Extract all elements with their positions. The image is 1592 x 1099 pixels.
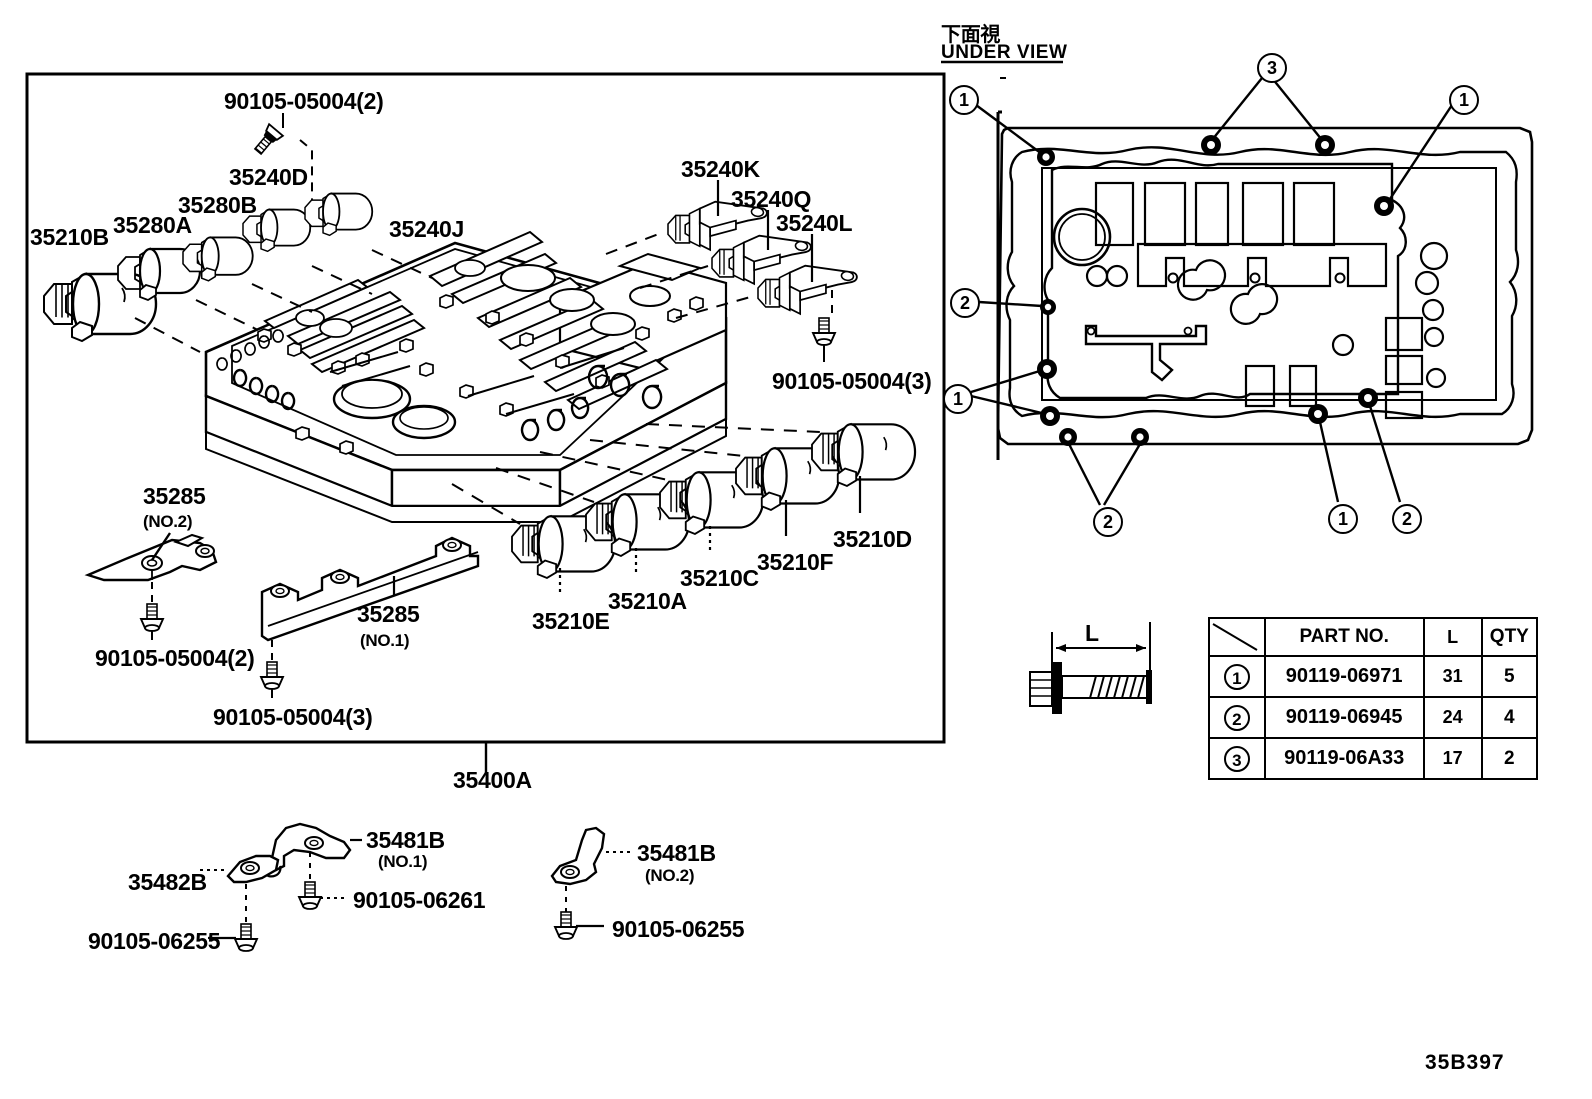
cell-length: 17 [1422, 737, 1483, 780]
assembly-dashed-lines-bottom [451, 423, 821, 525]
cell-qty: 5 [1480, 655, 1539, 698]
valve-body-assembly [204, 230, 728, 523]
assembly-dashed-lines-left [134, 249, 433, 353]
main-assembly-label: 35400A [453, 767, 532, 793]
lbl-35280A: 35280A [113, 212, 192, 238]
lbl-35285-no2-sub: (NO.2) [143, 512, 193, 531]
part-35482B [226, 854, 280, 884]
under-view-title-en: UNDER VIEW [941, 42, 1068, 63]
bolt-dimension-diagram [1029, 622, 1152, 714]
circled-number: 1 [1223, 663, 1250, 690]
cell-length: 31 [1422, 655, 1483, 698]
cell-part-no: 90119-06945 [1263, 696, 1425, 739]
leaders-bottom-solenoids [558, 476, 862, 596]
lbl-35210B: 35210B [30, 224, 109, 250]
table-header-row: PART NO. L QTY [1208, 617, 1539, 657]
lbl-35285-no1-sub: (NO.1) [360, 631, 410, 650]
callout-2-left: 2 [950, 288, 980, 318]
header-l: L [1422, 617, 1483, 657]
bolt-90105-05004-2-left [140, 603, 164, 632]
bolt-90105-05004-3-right [812, 317, 836, 346]
callout-leaders [970, 77, 1454, 506]
lbl-35210F: 35210F [757, 549, 834, 575]
callout-2-bottomright: 2 [1392, 504, 1422, 534]
lbl-35482B: 35482B [128, 869, 207, 895]
bolt-90105-05004-2-top [250, 123, 284, 159]
callout-2-bottomleft: 2 [1093, 507, 1123, 537]
solenoid-35240J [304, 192, 374, 237]
valve-35240L [757, 264, 858, 315]
cell-ref-number: 2 [1208, 696, 1266, 739]
lbl-35240L: 35240L [776, 210, 853, 236]
header-part-no: PART NO. [1263, 617, 1425, 657]
leader-35285-no2 [151, 532, 171, 561]
under-view-title-jp: 下面視 [941, 22, 1001, 46]
callout-1-midleft: 1 [943, 384, 973, 414]
lbl-35240D: 35240D [229, 164, 308, 190]
bolt-dimension-label: L [1085, 620, 1099, 646]
lbl-35481B-no2: 35481B [637, 840, 716, 866]
part-35481B-no2 [550, 826, 606, 886]
circled-number: 2 [1223, 704, 1250, 731]
lbl-35481B-no2-sub: (NO.2) [645, 866, 695, 885]
lbl-90105-05004-2-top: 90105-05004(2) [224, 88, 384, 114]
lbl-90105-05004-3-right: 90105-05004(3) [772, 368, 932, 394]
lbl-35240K: 35240K [681, 156, 760, 182]
assembly-dashed-lines-right [605, 231, 755, 319]
lbl-35481B-no1: 35481B [366, 827, 445, 853]
header-no [1208, 617, 1266, 657]
callout-3-top: 3 [1257, 53, 1287, 83]
circled-number: 3 [1223, 745, 1250, 772]
dashed-bolt-top [299, 139, 313, 200]
lbl-90105-06261: 90105-06261 [353, 887, 486, 913]
lbl-35210C: 35210C [680, 565, 759, 591]
callout-1-topright: 1 [1449, 85, 1479, 115]
bolt-holes [1037, 135, 1394, 446]
bracket-35285-no1 [260, 536, 480, 642]
lbl-35240Q: 35240Q [731, 186, 812, 212]
bolt-90105-06261 [298, 881, 322, 910]
lbl-35210A: 35210A [608, 588, 687, 614]
lbl-35240J: 35240J [389, 216, 464, 242]
cell-qty: 2 [1480, 737, 1539, 780]
lbl-35210E: 35210E [532, 608, 610, 634]
lbl-35280B: 35280B [178, 192, 257, 218]
lbl-35285-no1: 35285 [357, 601, 420, 627]
lbl-35481B-no1-sub: (NO.1) [378, 852, 428, 871]
lbl-90105-06255-left: 90105-06255 [88, 928, 221, 954]
bolt-90105-06255-right [554, 911, 578, 940]
bracket-35285-no2 [84, 533, 218, 582]
leaders-top-right [716, 180, 814, 282]
lbl-90105-05004-2-left: 90105-05004(2) [95, 645, 255, 671]
callout-1-bottomright: 1 [1328, 504, 1358, 534]
header-qty: QTY [1480, 617, 1539, 657]
cell-ref-number: 1 [1208, 655, 1266, 698]
cell-part-no: 90119-06A33 [1263, 737, 1425, 780]
lbl-35285-no2: 35285 [143, 483, 206, 509]
bolt-90105-06255-left [234, 923, 258, 952]
diagram-code: 35B397 [1425, 1051, 1505, 1074]
bolt-90105-05004-3-bottom [260, 661, 284, 690]
cell-part-no: 90119-06971 [1263, 655, 1425, 698]
lbl-35210D: 35210D [833, 526, 912, 552]
cell-qty: 4 [1480, 696, 1539, 739]
cell-ref-number: 3 [1208, 737, 1266, 780]
lbl-90105-06255-right: 90105-06255 [612, 916, 745, 942]
diagonal-slash-icon [1212, 623, 1258, 651]
cell-length: 24 [1422, 696, 1483, 739]
main-panel-frame [25, 72, 946, 744]
lbl-90105-05004-3-bottom: 90105-05004(3) [213, 704, 373, 730]
under-view-panel [970, 77, 1534, 506]
callout-1-topleft: 1 [949, 85, 979, 115]
